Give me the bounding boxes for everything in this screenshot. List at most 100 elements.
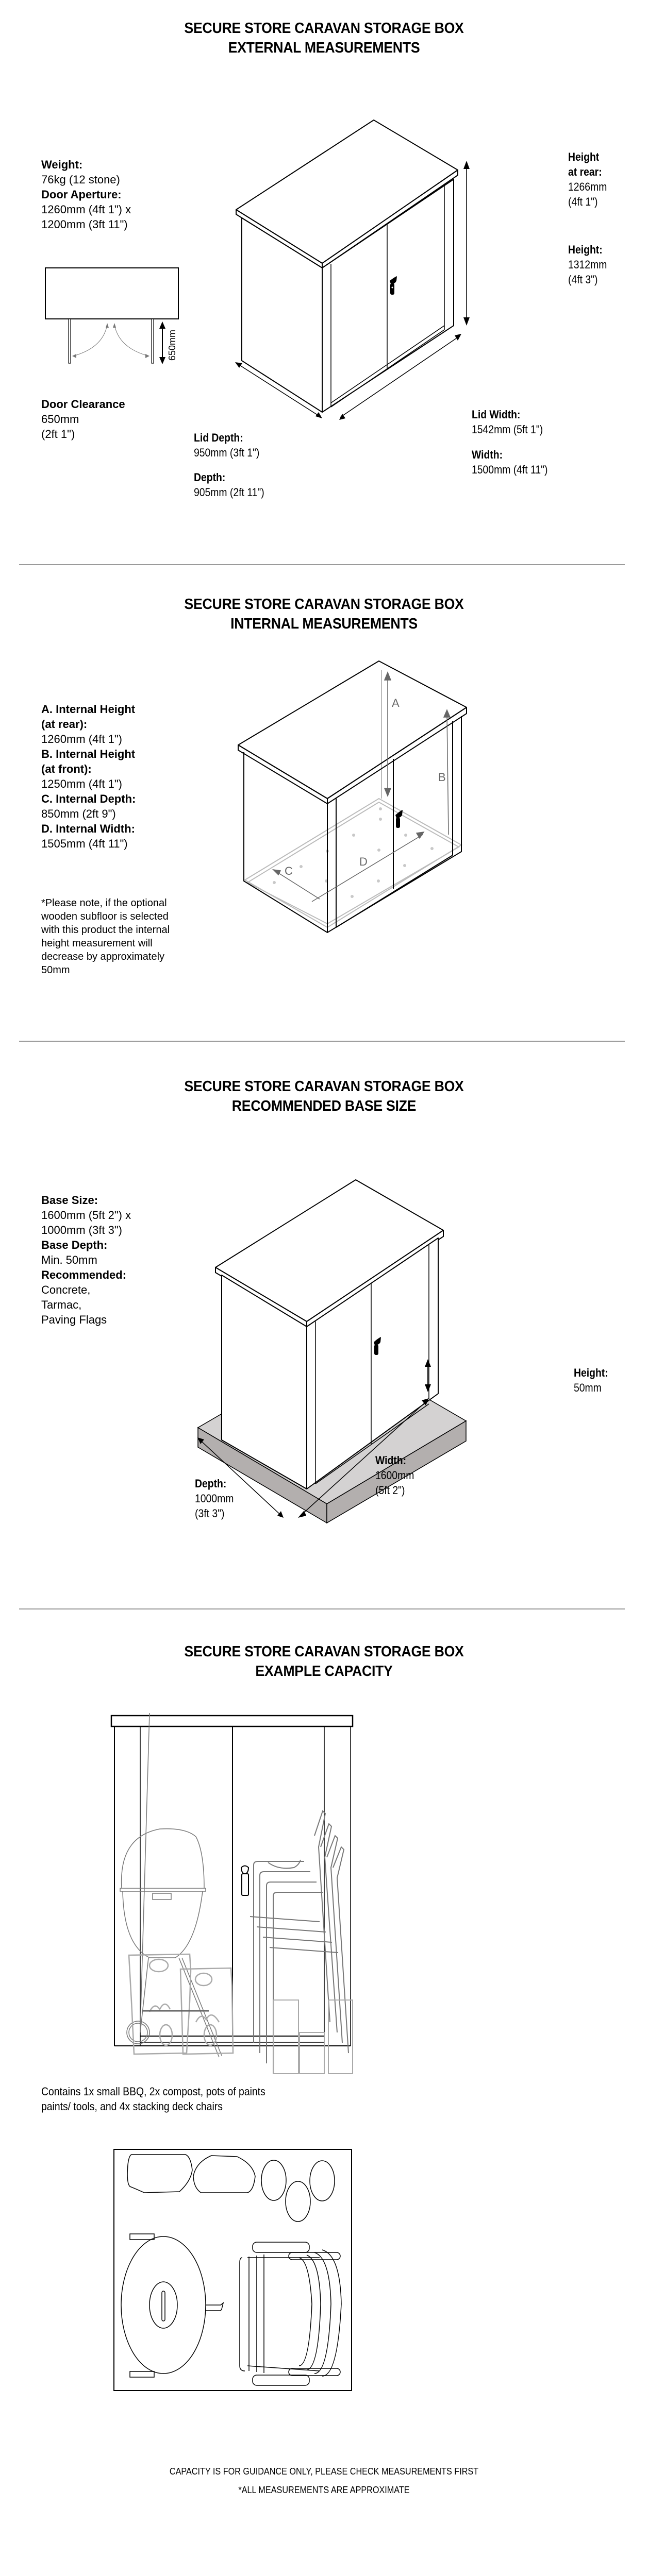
door-aperture-value: 1260mm (4ft 1") x	[41, 203, 131, 216]
note-line: 50mm	[41, 964, 70, 976]
base-width-value: 1600mm	[375, 1469, 414, 1482]
height-value: 1312mm	[568, 258, 607, 271]
internal-width-value: 1505mm (4ft 11")	[41, 837, 128, 850]
internal-height-front-label: B. Internal Height	[41, 748, 136, 760]
height-rear-label: Height	[568, 150, 600, 163]
external-measurements-section: SECURE STORE CARAVAN STORAGE BOX EXTERNA…	[0, 0, 648, 567]
letter-a: A	[392, 697, 400, 709]
note-line: with this product the internal	[41, 924, 170, 936]
height-value-2: (4ft 3")	[568, 273, 598, 286]
door-clearance-value: 650mm	[41, 413, 79, 426]
base-depth-value: Min. 50mm	[41, 1253, 97, 1266]
title-line-2: RECOMMENDED BASE SIZE	[231, 1098, 417, 1114]
door-aperture-label: Door Aperture:	[41, 188, 122, 201]
note-line: wooden subfloor is selected	[41, 911, 169, 922]
lid-depth-label: Lid Depth:	[194, 431, 243, 444]
title-line-1: SECURE STORE CARAVAN STORAGE BOX	[184, 596, 464, 613]
letter-d: D	[359, 855, 368, 868]
base-width-value-2: (5ft 2")	[375, 1484, 405, 1497]
lid-width-spec: Lid Width: 1542mm (5ft 1")	[472, 407, 543, 437]
base-depth-label: Base Depth:	[41, 1239, 108, 1251]
base-size-value-2: 1000mm (3ft 3")	[41, 1224, 122, 1236]
lid-depth-spec: Lid Depth: 950mm (3ft 1")	[194, 430, 259, 460]
note-line: *Please note, if the optional	[41, 897, 167, 909]
title-line-1: SECURE STORE CARAVAN STORAGE BOX	[184, 1643, 464, 1660]
door-clearance-diagram-label: 650mm	[165, 330, 180, 361]
door-clearance-spec: Door Clearance 650mm (2ft 1")	[41, 397, 125, 442]
base-height-value: 50mm	[574, 1381, 602, 1394]
recommended-item: Tarmac,	[41, 1298, 82, 1311]
title-line-2: EXTERNAL MEASUREMENTS	[228, 40, 420, 56]
door-clearance-value-2: (2ft 1")	[41, 428, 75, 440]
section-divider	[19, 1608, 625, 1609]
guidance-disclaimer: CAPACITY IS FOR GUIDANCE ONLY, PLEASE CH…	[169, 2466, 479, 2477]
height-rear-value: 1266mm	[568, 180, 607, 193]
section-title: SECURE STORE CARAVAN STORAGE BOX RECOMME…	[26, 1077, 622, 1116]
lid-depth-value: 950mm (3ft 1")	[194, 446, 260, 459]
title-line-1: SECURE STORE CARAVAN STORAGE BOX	[184, 1078, 464, 1095]
note-line: decrease by approximately	[41, 951, 165, 962]
approximate-disclaimer: *ALL MEASUREMENTS ARE APPROXIMATE	[238, 2485, 410, 2495]
base-depth-dim-value-2: (3ft 3")	[195, 1507, 225, 1520]
height-rear-label-2: at rear:	[568, 165, 602, 178]
width-spec: Width: 1500mm (4ft 11")	[472, 447, 547, 477]
depth-spec: Depth: 905mm (2ft 11")	[194, 470, 264, 500]
capacity-front-view	[110, 1713, 354, 2074]
internal-specs: A. Internal Height (at rear): 1260mm (4f…	[41, 702, 136, 851]
lid-width-label: Lid Width:	[472, 408, 521, 421]
base-width-label: Width:	[375, 1454, 407, 1467]
internal-depth-label: C. Internal Depth:	[41, 792, 136, 805]
width-label: Width:	[472, 448, 503, 461]
section-divider	[19, 564, 625, 565]
height-rear-spec: Height at rear: 1266mm (4ft 1")	[568, 149, 607, 209]
weight-spec: Weight: 76kg (12 stone) Door Aperture: 1…	[41, 157, 131, 232]
depth-label: Depth:	[194, 471, 226, 484]
internal-height-front-label-2: (at front):	[41, 762, 92, 775]
weight-value: 76kg (12 stone)	[41, 173, 120, 186]
internal-depth-value: 850mm (2ft 9")	[41, 807, 116, 820]
internal-height-rear-value: 1260mm (4ft 1")	[41, 733, 122, 745]
base-size-section: SECURE STORE CARAVAN STORAGE BOX RECOMME…	[0, 1043, 648, 1605]
note-line: height measurement will	[41, 938, 153, 949]
base-specs: Base Size: 1600mm (5ft 2") x 1000mm (3ft…	[41, 1193, 131, 1327]
letter-b: B	[438, 771, 446, 784]
letter-c: C	[285, 865, 293, 877]
base-width-spec: Width: 1600mm (5ft 2")	[375, 1453, 414, 1498]
section-title: SECURE STORE CARAVAN STORAGE BOX EXTERNA…	[26, 19, 622, 58]
title-line-2: EXAMPLE CAPACITY	[255, 1663, 393, 1680]
description-line-2: paints/ tools, and 4x stacking deck chai…	[41, 2100, 223, 2113]
section-divider	[19, 1041, 625, 1042]
recommended-label: Recommended:	[41, 1268, 127, 1281]
height-label: Height:	[568, 243, 603, 256]
door-aperture-value-2: 1200mm (3ft 11")	[41, 218, 128, 231]
capacity-top-view	[113, 2149, 352, 2391]
width-value: 1500mm (4ft 11")	[472, 463, 548, 476]
example-capacity-section: SECURE STORE CARAVAN STORAGE BOX EXAMPLE…	[0, 1610, 648, 2576]
base-depth-dim-spec: Depth: 1000mm (3ft 3")	[195, 1476, 234, 1521]
base-height-spec: Height: 50mm	[574, 1365, 608, 1395]
base-dimension-arrows	[197, 1359, 431, 1518]
base-depth-dim-label: Depth:	[195, 1477, 227, 1490]
lid-width-value: 1542mm (5ft 1")	[472, 423, 543, 436]
weight-label: Weight:	[41, 158, 83, 171]
internal-box-drawing: A B C D	[238, 660, 467, 933]
capacity-description: Contains 1x small BBQ, 2x compost, pots …	[41, 2084, 265, 2114]
internal-height-rear-label-2: (at rear):	[41, 718, 88, 731]
internal-measurements-section: SECURE STORE CARAVAN STORAGE BOX INTERNA…	[0, 567, 648, 1041]
base-depth-dim-value: 1000mm	[195, 1492, 234, 1505]
external-box-drawing	[235, 120, 470, 420]
description-line-1: Contains 1x small BBQ, 2x compost, pots …	[41, 2085, 265, 2098]
internal-height-rear-label: A. Internal Height	[41, 703, 136, 716]
height-spec: Height: 1312mm (4ft 3")	[568, 242, 607, 287]
subfloor-note: *Please note, if the optional wooden sub…	[41, 896, 170, 977]
recommended-item: Concrete,	[41, 1283, 91, 1296]
base-size-value: 1600mm (5ft 2") x	[41, 1209, 131, 1222]
base-height-label: Height:	[574, 1366, 608, 1379]
clearance-dimension: 650mm	[167, 329, 177, 361]
base-box-drawing	[197, 1179, 467, 1524]
recommended-item: Paving Flags	[41, 1313, 107, 1326]
base-size-label: Base Size:	[41, 1194, 98, 1207]
footer-notes: CAPACITY IS FOR GUIDANCE ONLY, PLEASE CH…	[32, 2465, 616, 2496]
door-clearance-diagram	[45, 267, 179, 364]
depth-value: 905mm (2ft 11")	[194, 486, 264, 499]
